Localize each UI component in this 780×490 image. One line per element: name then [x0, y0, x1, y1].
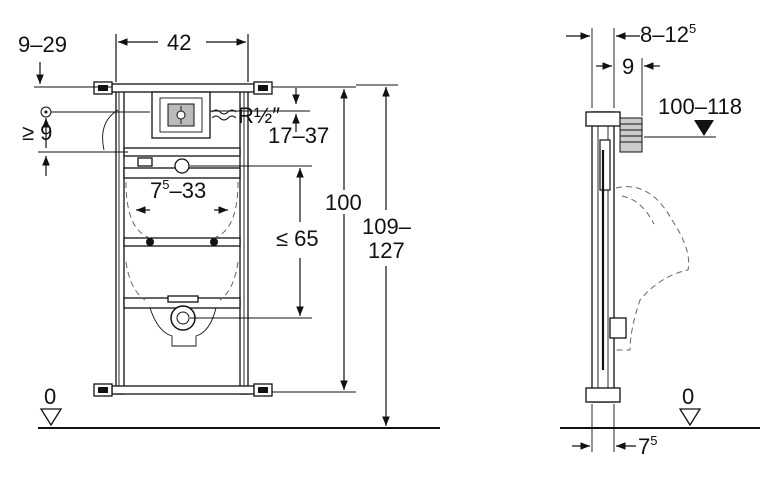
range-arrow [694, 120, 714, 136]
inner-width-main: 7 [150, 178, 162, 203]
dim-le65-label: ≤ 65 [276, 226, 319, 251]
bottom-sup: 5 [650, 433, 657, 448]
depth-a-main: 8–12 [640, 22, 689, 47]
depth-a-sup: 5 [689, 21, 696, 36]
floor-level-marker-front [39, 408, 63, 427]
cross-members [123, 147, 241, 309]
floor-zero-label-side: 0 [682, 384, 694, 409]
front-view: 0 [18, 30, 440, 429]
dim-bottom: 75 [638, 433, 657, 459]
dim-total-label-a: 109– [362, 214, 412, 239]
dim-depth-b: 9 [622, 54, 634, 79]
frame-rails [93, 81, 273, 397]
floor-level-marker-side [678, 408, 702, 427]
thread-label: R½″ [238, 103, 280, 128]
drain-outlet [149, 295, 217, 347]
dim-total-label-b: 127 [368, 238, 405, 263]
bottom-main: 7 [638, 434, 650, 459]
dim-ge9-label: ≥ 9 [22, 120, 52, 145]
dim-100-label: 100 [325, 190, 362, 215]
pipe-center-symbol [40, 106, 52, 118]
floor-zero-label-front: 0 [44, 384, 56, 409]
dim-17-37-label: 17–37 [268, 123, 329, 148]
inner-width-sup: 5 [162, 177, 169, 192]
urinal-outline-side [615, 186, 690, 351]
dim-9-29-label: 9–29 [18, 32, 67, 57]
dim-inner-width-label: 75–33 [150, 177, 206, 203]
dim-range-label: 100–118 [658, 94, 742, 119]
dim-42-label: 42 [167, 30, 191, 55]
water-inlet-box [151, 91, 211, 139]
supply-tap [619, 117, 643, 153]
inner-width-rest: –33 [169, 178, 206, 203]
dim-depth-a: 8–125 [640, 21, 696, 47]
side-view: 0 8–125 9 100–1 [560, 21, 760, 459]
urinal-outline-front [125, 181, 239, 239]
